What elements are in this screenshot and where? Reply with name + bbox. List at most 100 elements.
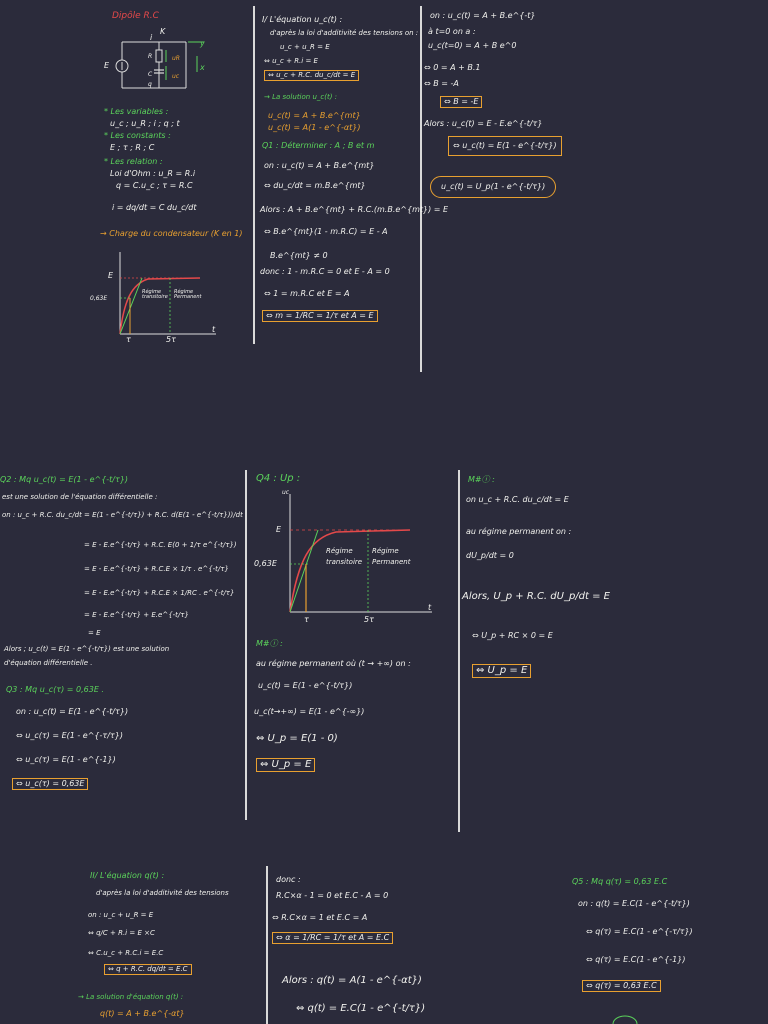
col3-line: Alors : u_c(t) = E - E.e^{-t/τ} (424, 119, 543, 128)
graph2-tau-label: τ (304, 615, 309, 624)
col2-boxed-eq: ⇔ u_c + R.C. du_c/dt = E (264, 70, 360, 81)
botright-line: Q5 : Mq q(τ) = 0,63 E.C (572, 877, 668, 886)
midleft-line: = E - E.e^{-t/τ} + E.e^{-t/τ} (84, 611, 189, 619)
circuit-diagram (115, 41, 204, 89)
col2-line: → La solution u_c(t) : (264, 93, 338, 101)
circuit-x-label: x (200, 63, 205, 72)
midcenter-line: au régime permanent où (t → +∞) on : (256, 659, 411, 668)
graph2-e-label: E (276, 525, 282, 534)
col2-line: u_c(t) = A + B.e^{mt} (268, 111, 361, 120)
midright-line: au régime permanent on : (466, 527, 572, 536)
midcenter-line: ⇔ U_p = E(1 - 0) (256, 733, 338, 744)
col2-line: d'après la loi d'additivité des tensions… (270, 29, 419, 37)
col2-line: u_c(t) = A(1 - e^{-αt}) (268, 123, 361, 132)
midleft-line: = E - E.e^{-t/τ} + R.C. E(0 + 1/τ e^{-t/… (84, 541, 237, 549)
botleft-line: q(t) = A + B.e^{-αt} (100, 1009, 185, 1018)
divider (266, 866, 268, 1024)
col2-boxed-eq: ⇔ m = 1/RC = 1/τ et A = E (262, 310, 378, 322)
botleft-line: ⇔ C.u_c + R.C.i = E.C (88, 949, 164, 957)
charge-graph-2 (289, 494, 432, 613)
graph1-e-label: E (108, 271, 114, 280)
col2-line: I/ L'équation u_c(t) : (262, 15, 343, 24)
botcenter-line: ⇔ R.C×α = 1 et E.C = A (272, 913, 368, 922)
midleft-line: Q3 : Mq u_c(τ) = 0,63E . (6, 685, 104, 694)
midleft-line: on : u_c(t) = E(1 - e^{-t/τ}) (16, 707, 129, 716)
midright-line: Alors, U_p + R.C. dU_p/dt = E (462, 591, 610, 602)
notes-line: * Les relation : (104, 157, 163, 166)
divider (458, 470, 460, 832)
col3-line: ⇔ B = -A (424, 79, 459, 88)
midleft-line: d'équation différentielle . (4, 659, 93, 667)
graph1-063-label: 0,63E (90, 295, 108, 302)
botleft-line: ⇔ q/C + R.i = E ×C (88, 929, 155, 937)
graph2-5tau-label: 5τ (364, 615, 374, 624)
col3-line: u_c(t=0) = A + B e^0 (428, 41, 517, 50)
botright-line: ⇔ q(τ) = E.C(1 - e^{-τ/τ}) (586, 927, 693, 936)
midleft-line: ⇔ u_c(τ) = E(1 - e^{-τ/τ}) (16, 731, 123, 740)
midleft-line: Q2 : Mq u_c(t) = E(1 - e^{-t/τ}) (0, 475, 129, 484)
col2-line: Alors : A + B.e^{mt} + R.C.(m.B.e^{mt}) … (260, 205, 449, 214)
graph1-t-label: t (212, 325, 216, 334)
midright-line: on u_c + R.C. du_c/dt = E (466, 495, 569, 504)
circuit-q-label: q (148, 81, 152, 88)
midcenter-boxed-eq: ⇔ U_p = E (256, 758, 316, 772)
notes-line: → Charge du condensateur (K en 1) (100, 229, 243, 238)
col2-line: Q1 : Déterminer : A ; B et m (262, 141, 375, 150)
col2-line: ⇔ 1 = m.R.C et E = A (264, 289, 350, 298)
midright-line: dU_p/dt = 0 (466, 551, 514, 560)
col3-boxed-eq: ⇔ u_c(t) = E(1 - e^{-t/τ}) (448, 136, 562, 156)
midcenter-line: M#ⓘ : (256, 639, 283, 648)
col2-line: u_c + u_R = E (280, 43, 330, 51)
section-title: Dipôle R.C (112, 11, 159, 21)
notes-line: i = dq/dt = C du_c/dt (112, 203, 197, 212)
col2-line: on : u_c(t) = A + B.e^{mt} (264, 161, 375, 170)
notes-line: * Les variables : (104, 107, 169, 116)
col3-line: u_c(t) = U_p(1 - e^{-t/τ}) (430, 176, 557, 198)
col2-line: donc : 1 - m.R.C = 0 et E - A = 0 (260, 267, 390, 276)
midcenter-line: u_c(t) = E(1 - e^{-t/τ}) (258, 681, 353, 690)
graph1-regime1: Régime transitoire (142, 289, 168, 300)
botcenter-line: Alors : q(t) = A(1 - e^{-αt}) (282, 975, 422, 986)
circuit-c-label: C (148, 71, 153, 78)
midleft-line: est une solution de l'équation différent… (2, 493, 158, 501)
botleft-line: on : u_c + u_R = E (88, 911, 154, 919)
circuit-uc-label: uc (172, 73, 180, 80)
circuit-ur-label: uR (172, 55, 180, 62)
col2-line: ⇔ B.e^{mt}(1 - m.R.C) = E - A (264, 227, 388, 236)
notes-line: * Les constants : (104, 131, 171, 140)
midleft-line: = E - E.e^{-t/τ} + R.C.E × 1/RC . e^{-t/… (84, 589, 235, 597)
botleft-line: II/ L'équation q(t) : (90, 871, 165, 880)
col2-line: B.e^{mt} ≠ 0 (270, 251, 328, 260)
midleft-line: = E (88, 629, 101, 637)
graph2-regime1: Régime transitoire (326, 547, 363, 567)
green-circle-mark (612, 1015, 638, 1024)
graph2-yaxis-label: uc (282, 489, 290, 496)
col3-line: on : u_c(t) = A + B.e^{-t} (430, 11, 536, 20)
divider (420, 6, 422, 372)
notes-line: q = C.u_c ; τ = R.C (116, 181, 193, 190)
divider (253, 6, 255, 344)
col3-line: ⇔ 0 = A + B.1 (424, 63, 481, 72)
midleft-line: on : u_c + R.C. du_c/dt = E(1 - e^{-t/τ}… (2, 511, 243, 519)
graph1-regime2: Régime Permanent (174, 289, 202, 300)
graph2-regime2: Régime Permanent (372, 547, 411, 567)
circuit-k-label: K (160, 27, 166, 36)
botright-line: on : q(t) = E.C(1 - e^{-t/τ}) (578, 899, 690, 908)
circuit-source-label: E (104, 61, 110, 70)
midright-line: ⇔ U_p + RC × 0 = E (472, 631, 553, 640)
midcenter-title: Q4 : Up : (256, 473, 301, 484)
notes-line: E ; τ ; R ; C (110, 143, 155, 152)
botright-line: ⇔ q(τ) = E.C(1 - e^{-1}) (586, 955, 686, 964)
midleft-line: = E - E.e^{-t/τ} + R.C.E × 1/τ . e^{-t/τ… (84, 565, 229, 573)
botcenter-boxed-eq: ⇔ α = 1/RC = 1/τ et A = E.C (272, 932, 394, 944)
circuit-y-label: y (200, 39, 205, 48)
botcenter-line: donc : (276, 875, 301, 884)
botleft-boxed-eq: ⇔ q + R.C. dq/dt = E.C (104, 964, 192, 975)
col3-boxed-eq: ⇔ B = -E (440, 96, 483, 108)
botright-boxed-eq: ⇔ q(τ) = 0,63 E.C (582, 980, 661, 992)
graph2-063-label: 0,63E (254, 559, 277, 568)
botcenter-line: R.C×α - 1 = 0 et E.C - A = 0 (276, 891, 389, 900)
charge-graph-1 (119, 252, 216, 335)
graph1-5tau-label: 5τ (166, 335, 176, 344)
midright-boxed-eq: ⇔ U_p = E (472, 664, 532, 678)
